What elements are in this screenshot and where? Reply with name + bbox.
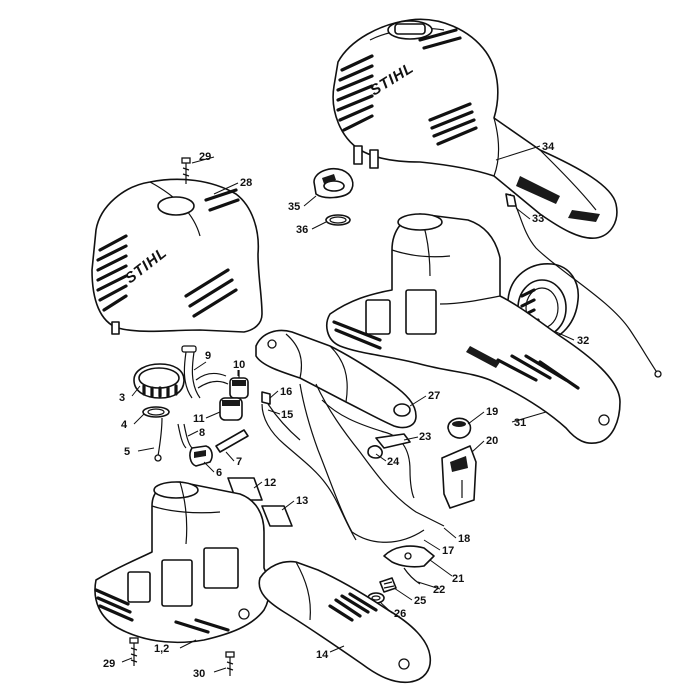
part-23-lever[interactable]	[375, 433, 411, 449]
callout-35: 35	[288, 201, 300, 213]
part-9-fuel-hose[interactable]	[181, 345, 229, 399]
part-17-cable[interactable]	[299, 383, 425, 543]
callout-31: 31	[514, 417, 526, 429]
callout-16: 16	[280, 386, 292, 398]
part-24-pin[interactable]	[367, 445, 383, 459]
callout-11: 11	[193, 413, 205, 425]
callout-13: 13	[296, 495, 308, 507]
part-25-spring[interactable]	[379, 577, 397, 593]
callout-29-top: 29	[199, 151, 211, 163]
part-7-hose[interactable]	[215, 429, 249, 453]
callout-36: 36	[296, 224, 308, 236]
callout-28: 28	[240, 177, 252, 189]
callout-33: 33	[532, 213, 544, 225]
part-31-housing-assembly[interactable]	[326, 213, 621, 444]
part-21-throttle-trigger[interactable]	[383, 545, 435, 568]
part-16-short-circuit-wire[interactable]	[261, 391, 301, 441]
callout-21: 21	[452, 573, 464, 585]
part-15-ground-wire[interactable]	[261, 403, 357, 541]
part-29-screw-top[interactable]	[181, 157, 191, 184]
callout-20: 20	[486, 435, 498, 447]
callout-15: 15	[281, 409, 293, 421]
callout-22: 22	[433, 584, 445, 596]
callout-4: 4	[121, 419, 128, 431]
callout-24: 24	[387, 456, 400, 468]
part-29-screw-bottom[interactable]	[129, 637, 139, 666]
callout-27: 27	[428, 390, 440, 402]
callout-6: 6	[216, 467, 222, 479]
callout-7: 7	[236, 456, 242, 468]
part-19-switch-button[interactable]	[447, 417, 472, 439]
part-35-tank-cap[interactable]	[313, 167, 354, 199]
callout-32: 32	[577, 335, 589, 347]
callout-10: 10	[233, 359, 245, 371]
part-5-retainer[interactable]	[154, 417, 163, 462]
part-4-gasket[interactable]	[142, 406, 170, 418]
callout-9: 9	[205, 350, 211, 362]
leader-lines	[121, 145, 575, 673]
part-28-engine-cover[interactable]: STIHL	[91, 178, 263, 335]
callout-8: 8	[199, 427, 205, 439]
part-20-switch-housing[interactable]	[441, 445, 477, 509]
callout-30: 30	[193, 668, 205, 680]
part-6-valve[interactable]	[189, 445, 213, 467]
callout-29-bottom: 29	[103, 658, 115, 670]
callout-26: 26	[394, 608, 406, 620]
callout-14: 14	[316, 649, 329, 661]
part-13-label[interactable]	[261, 505, 293, 527]
callout-3: 3	[119, 392, 125, 404]
callout-25: 25	[414, 595, 426, 607]
part-8-hose-fitting[interactable]	[177, 423, 193, 449]
part-27-shaft-housing[interactable]	[255, 329, 417, 429]
callout-12: 12	[264, 477, 276, 489]
part-30-screw[interactable]	[225, 651, 235, 676]
callout-5: 5	[124, 446, 130, 458]
part-3-fuel-cap[interactable]	[133, 363, 185, 399]
callout-19: 19	[486, 406, 498, 418]
callout-34: 34	[542, 141, 555, 153]
part-1-2-lower-housing[interactable]	[94, 481, 271, 644]
part-10-fuel-filter[interactable]	[229, 370, 249, 399]
callout-18: 18	[458, 533, 470, 545]
callout-labels: 1,2 3 4 5 6 7 8 9 10 11 12 13 14 15 16 1…	[103, 141, 589, 680]
part-33-throttle-cable[interactable]	[505, 193, 662, 378]
part-11-filter-cartridge[interactable]	[219, 397, 243, 421]
callout-17: 17	[442, 545, 454, 557]
part-22-spring[interactable]	[403, 567, 421, 585]
part-14-handle-shell[interactable]	[258, 560, 432, 684]
part-34-engine-cover-assembled[interactable]: STIHL	[332, 18, 618, 239]
part-36-seal-ring[interactable]	[325, 214, 351, 226]
callout-23: 23	[419, 431, 431, 443]
callout-1-2: 1,2	[154, 643, 169, 655]
